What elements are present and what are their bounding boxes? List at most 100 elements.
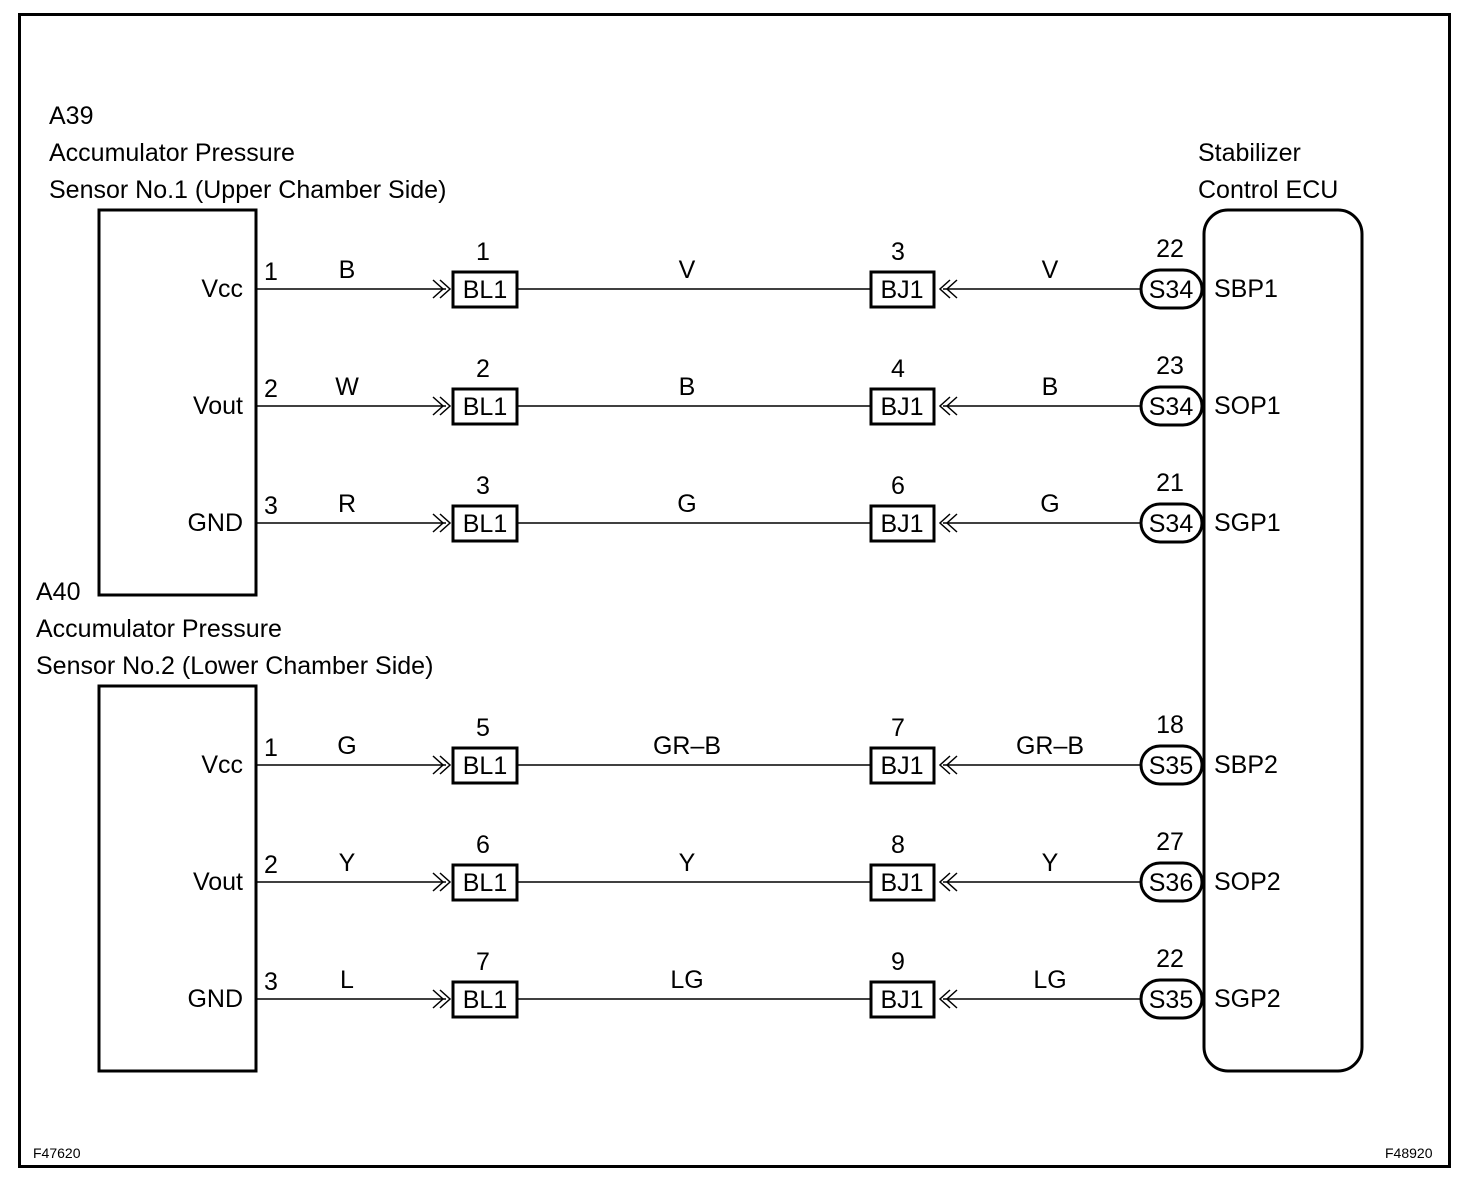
wire-color-middle: LG: [670, 966, 703, 994]
ecu-connector-label: S34: [1149, 393, 1194, 421]
wire-color-ecu-side: Y: [1042, 849, 1059, 877]
junction-chevron-icon: [432, 513, 452, 533]
ecu-terminal-label: SGP2: [1214, 985, 1281, 1013]
wire-color-middle: GR–B: [653, 732, 721, 760]
ecu-connector-label: S35: [1149, 986, 1193, 1014]
bl-pin-number: 3: [476, 472, 490, 500]
ecu-pin-number: 18: [1156, 711, 1184, 739]
bj-pin-number: 8: [891, 831, 905, 859]
footer-left-code: F47620: [33, 1145, 81, 1161]
sensor-terminal-label: GND: [187, 509, 243, 537]
sensor-terminal-label: Vcc: [201, 275, 243, 303]
sensor-terminal-label: Vout: [193, 868, 243, 896]
wire-color-middle: G: [677, 490, 696, 518]
wire-color-sensor-side: W: [335, 373, 359, 401]
wire-color-middle: Y: [679, 849, 696, 877]
bl-pin-number: 1: [476, 238, 490, 266]
sensor-pin-number: 2: [264, 375, 278, 403]
ecu-box: [1202, 208, 1364, 1073]
wire-color-sensor-side: Y: [339, 849, 356, 877]
bl-pin-number: 6: [476, 831, 490, 859]
ecu-pin-number: 22: [1156, 945, 1184, 973]
bj-connector-box: [869, 863, 936, 902]
junction-chevron-icon: [432, 872, 452, 892]
ecu-connector-label: S34: [1149, 510, 1194, 538]
bj-pin-number: 9: [891, 948, 905, 976]
sensor-pin-number: 1: [264, 258, 278, 286]
sensor1-code: A39: [49, 102, 93, 130]
footer-right-code: F48920: [1385, 1145, 1433, 1161]
wire-color-ecu-side: LG: [1033, 966, 1066, 994]
ecu-connector-label: S36: [1149, 869, 1193, 897]
bl-connector-label: BL1: [463, 276, 507, 304]
bj-connector-label: BJ1: [880, 986, 923, 1014]
ecu-terminal-label: SBP1: [1214, 275, 1278, 303]
wire-color-sensor-side: L: [340, 966, 354, 994]
bj-pin-number: 7: [891, 714, 905, 742]
bj-connector-box: [869, 504, 936, 543]
sensor1-box: [97, 208, 258, 597]
ecu-connector-pill: [1139, 385, 1204, 427]
bl-connector-label: BL1: [463, 869, 507, 897]
bj-connector-label: BJ1: [880, 510, 923, 538]
bj-pin-number: 6: [891, 472, 905, 500]
ecu-connector-pill: [1139, 502, 1204, 544]
wire-color-sensor-side: R: [338, 490, 356, 518]
wire-color-sensor-side: G: [337, 732, 356, 760]
ecu-title-line1: Stabilizer: [1198, 139, 1301, 167]
bj-connector-box: [869, 270, 936, 309]
sensor2-box: [97, 684, 258, 1073]
junction-chevron-icon: [432, 755, 452, 775]
ecu-connector-pill: [1139, 861, 1204, 903]
bj-pin-number: 3: [891, 238, 905, 266]
ecu-pin-number: 22: [1156, 235, 1184, 263]
ecu-pin-number: 21: [1156, 469, 1184, 497]
bj-connector-label: BJ1: [880, 869, 923, 897]
ecu-terminal-label: SGP1: [1214, 509, 1281, 537]
bj-connector-box: [869, 980, 936, 1019]
bl-connector-box: [451, 270, 519, 309]
wire-color-ecu-side: B: [1042, 373, 1059, 401]
bl-connector-box: [451, 746, 519, 785]
sensor1-title-line1: Accumulator Pressure: [49, 139, 295, 167]
bl-connector-label: BL1: [463, 393, 507, 421]
ecu-connector-label: S34: [1149, 276, 1194, 304]
sensor-pin-number: 3: [264, 968, 278, 996]
bl-connector-box: [451, 504, 519, 543]
ecu-terminal-label: SBP2: [1214, 751, 1278, 779]
sensor2-title-line1: Accumulator Pressure: [36, 615, 282, 643]
wire-color-middle: B: [679, 373, 696, 401]
wire-color-ecu-side: GR–B: [1016, 732, 1084, 760]
bl-pin-number: 7: [476, 948, 490, 976]
bl-connector-label: BL1: [463, 510, 507, 538]
bj-connector-label: BJ1: [880, 393, 923, 421]
bl-connector-label: BL1: [463, 986, 507, 1014]
sensor-terminal-label: Vout: [193, 392, 243, 420]
ecu-pin-number: 27: [1156, 828, 1184, 856]
bl-connector-box: [451, 980, 519, 1019]
sensor-pin-number: 2: [264, 851, 278, 879]
ecu-connector-pill: [1139, 268, 1204, 310]
diagram-frame: [18, 13, 1451, 1168]
sensor1-title-line2: Sensor No.1 (Upper Chamber Side): [49, 176, 446, 204]
bl-pin-number: 2: [476, 355, 490, 383]
wire-color-middle: V: [679, 256, 696, 284]
sensor-pin-number: 3: [264, 492, 278, 520]
wire-color-ecu-side: G: [1040, 490, 1059, 518]
bj-connector-box: [869, 746, 936, 785]
ecu-terminal-label: SOP1: [1214, 392, 1281, 420]
wire-color-ecu-side: V: [1042, 256, 1059, 284]
bl-connector-label: BL1: [463, 752, 507, 780]
sensor-terminal-label: Vcc: [201, 751, 243, 779]
ecu-connector-pill: [1139, 744, 1204, 786]
bj-connector-label: BJ1: [880, 752, 923, 780]
bl-pin-number: 5: [476, 714, 490, 742]
ecu-terminal-label: SOP2: [1214, 868, 1281, 896]
